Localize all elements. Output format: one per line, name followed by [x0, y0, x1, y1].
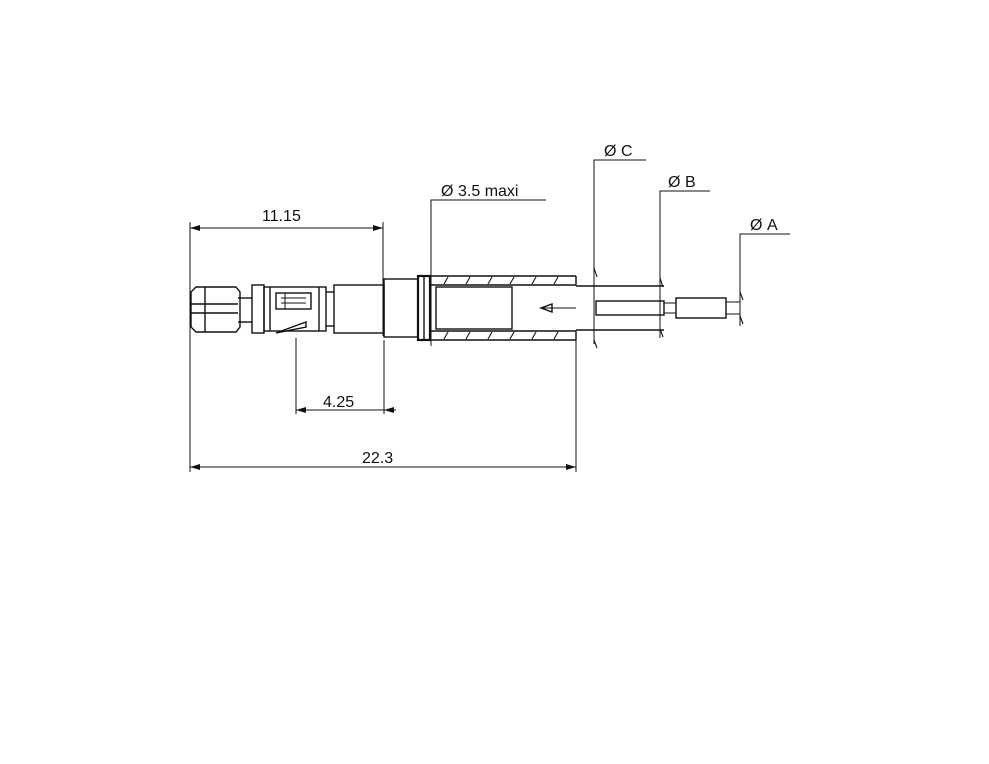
dim-label-22-3: 22.3: [362, 450, 393, 467]
svg-text:C: C: [621, 143, 633, 160]
svg-text:B: B: [685, 174, 696, 191]
svg-text:Ø: Ø: [441, 183, 453, 200]
max-diameter-indicator: Ø 3.5 maxi: [430, 183, 546, 346]
dim-label-11-15: 11.15: [262, 208, 301, 225]
diameter-c-label: Ø C: [604, 143, 633, 160]
collar: [383, 274, 432, 342]
dia-c-indicator: Ø C: [593, 143, 646, 349]
svg-text:3.5 maxi: 3.5 maxi: [458, 183, 518, 200]
dia-b-indicator: Ø B: [659, 174, 710, 338]
crimp-barrel: [430, 275, 577, 341]
svg-text:Ø: Ø: [750, 217, 762, 234]
diameter-b-label: Ø B: [668, 174, 696, 191]
svg-text:Ø: Ø: [668, 174, 680, 191]
contact-tip: [190, 286, 252, 333]
dim-label-4-25: 4.25: [323, 394, 354, 411]
max-diameter-label: Ø 3.5 maxi: [441, 183, 518, 200]
dia-a-indicator: Ø A: [739, 217, 790, 326]
svg-text:Ø: Ø: [604, 143, 616, 160]
wire: [576, 285, 740, 331]
contact-body: [251, 284, 385, 334]
diameter-a-label: Ø A: [750, 217, 778, 234]
dimension-11-15: 11.15: [189, 208, 384, 472]
svg-text:A: A: [767, 217, 778, 234]
section-hatching: [443, 276, 559, 340]
dimension-4-25: 4.25: [295, 338, 396, 414]
dimension-22-3: 22.3: [190, 340, 577, 472]
